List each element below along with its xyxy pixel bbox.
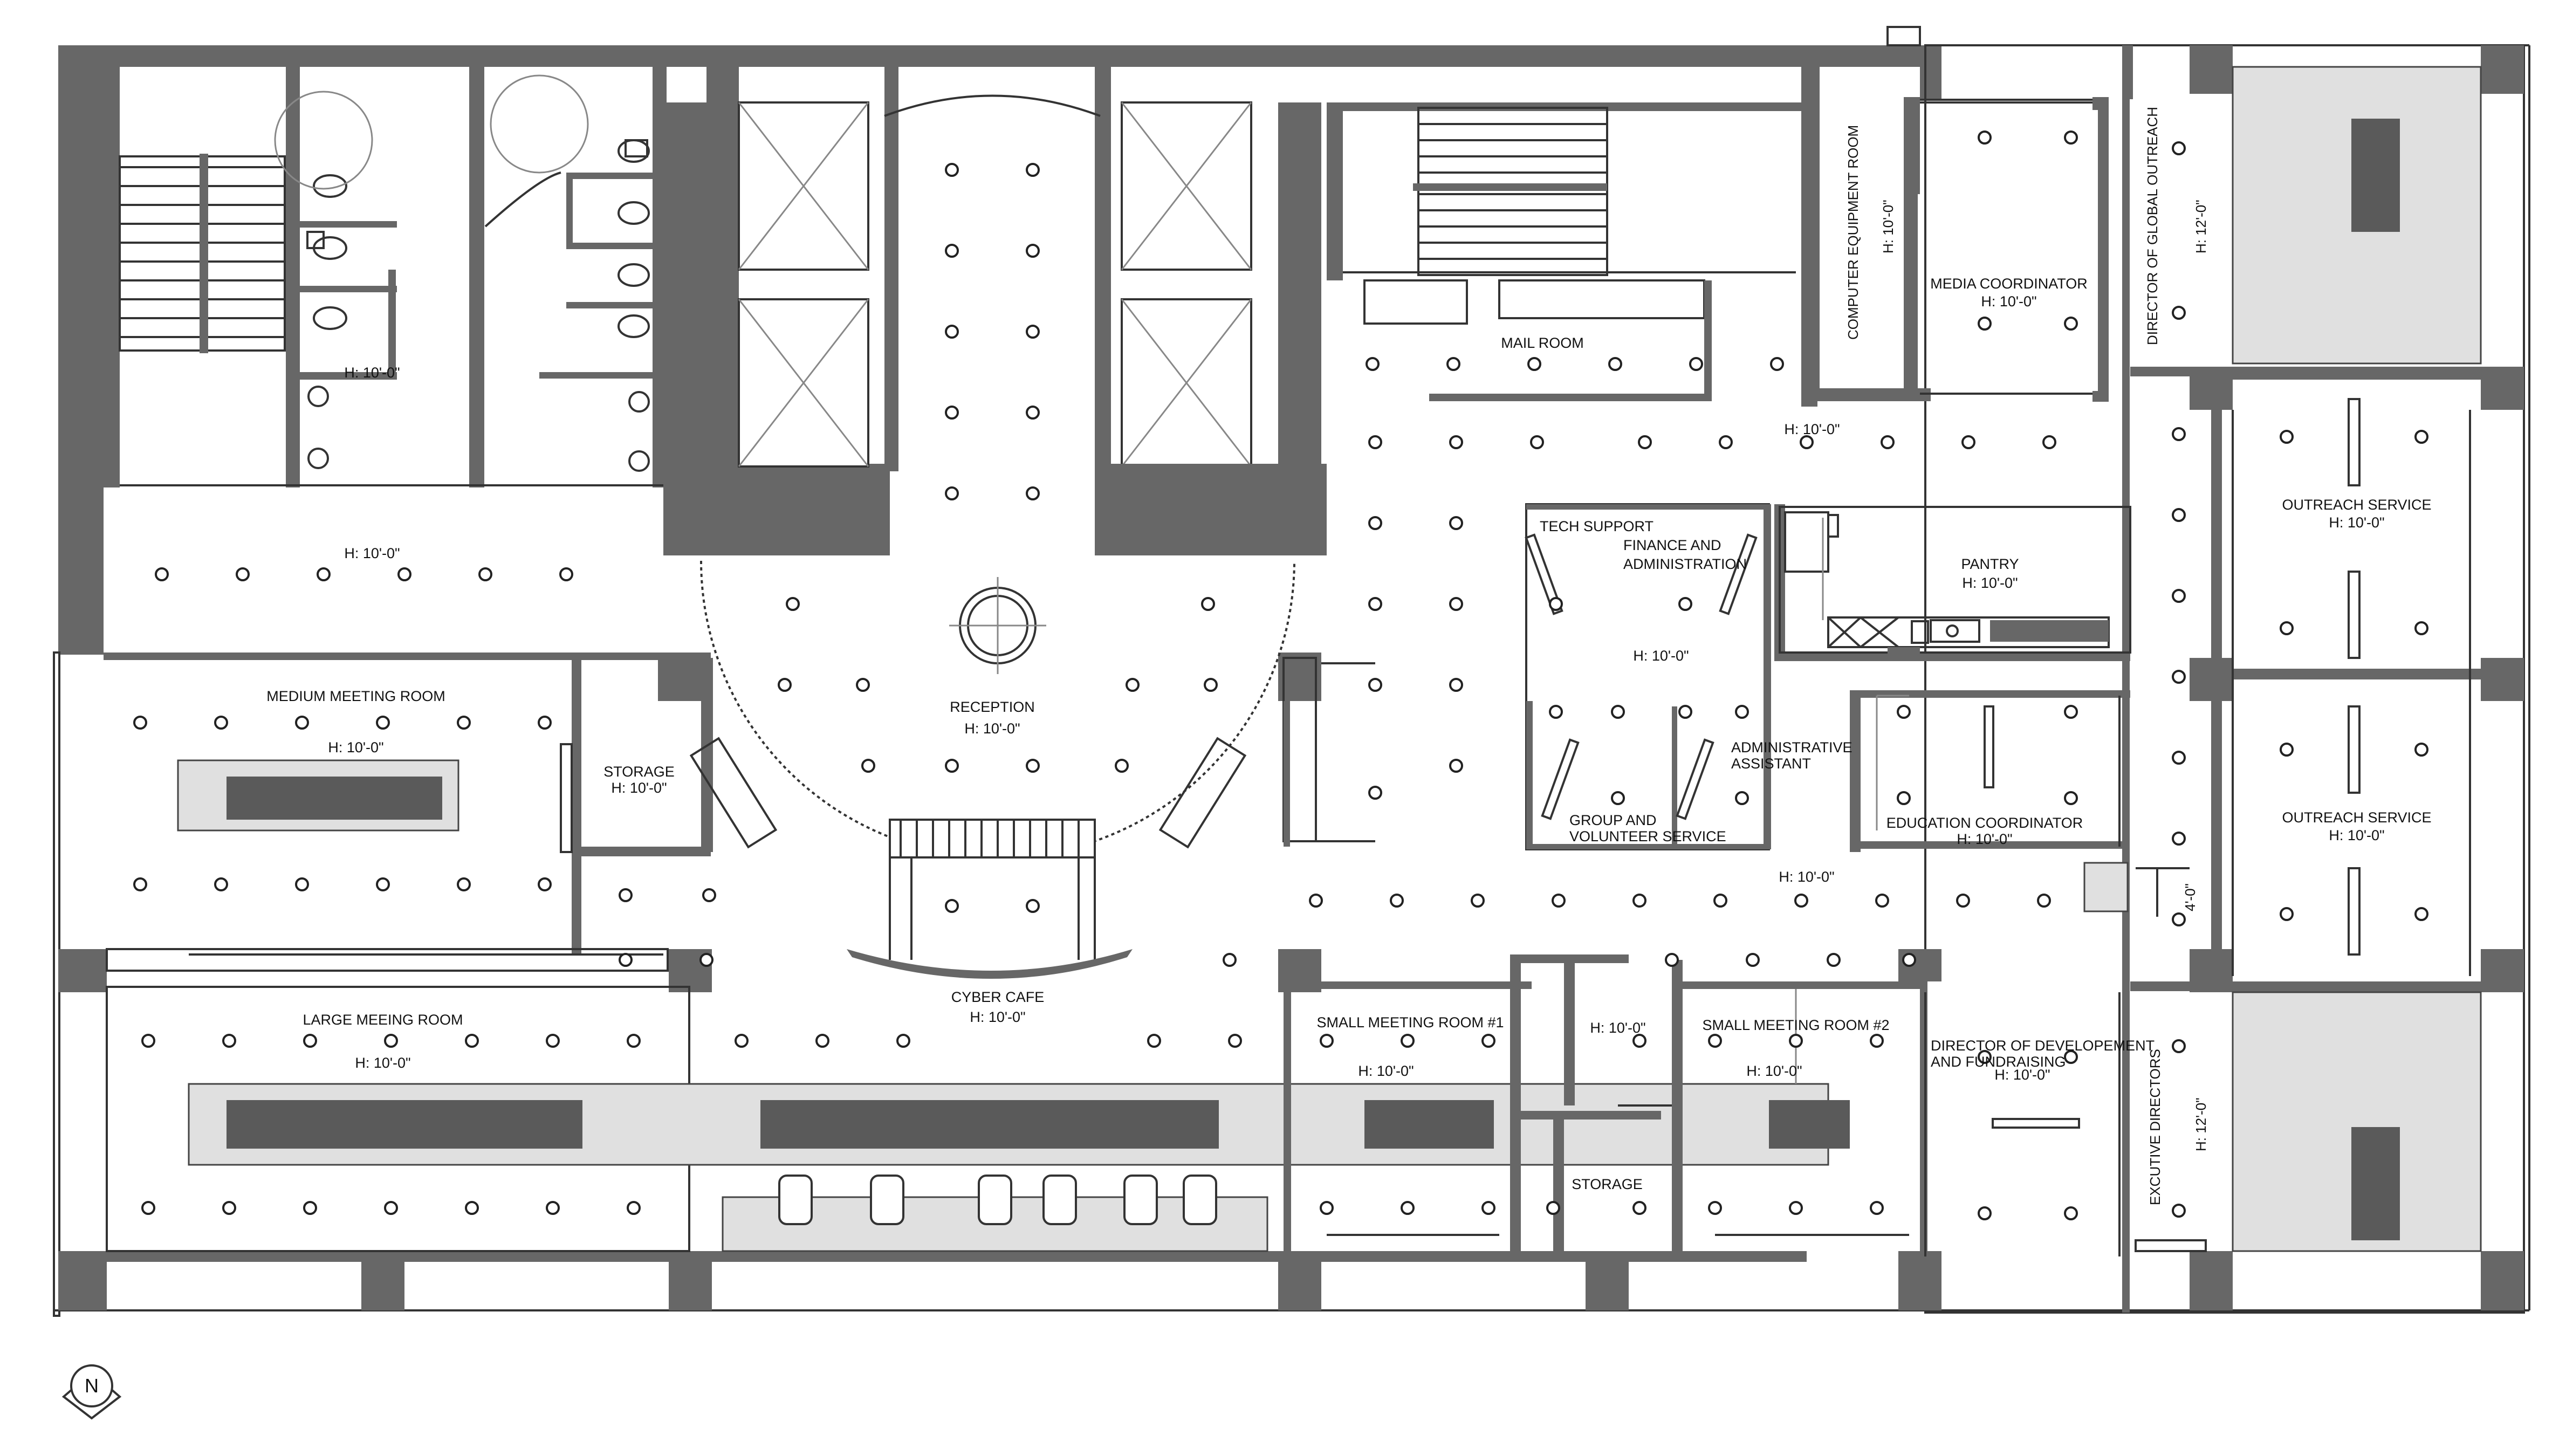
- reception-zone: [689, 94, 1375, 979]
- height-label: H: 10'-0": [970, 1009, 1025, 1025]
- room-label-finance: FINANCE AND: [1623, 537, 1721, 553]
- height-label: H: 10'-0": [1784, 421, 1840, 437]
- stair-east: [1327, 67, 1817, 407]
- room-label-reception: RECEPTION: [950, 699, 1035, 715]
- height-label: H: 10'-0": [344, 545, 400, 561]
- height-label: H: 10'-0": [1957, 831, 2012, 847]
- north-label: N: [85, 1375, 99, 1397]
- south-rooms-walls: [1284, 954, 2121, 1256]
- room-label-medium-meeting: MEDIUM MEETING ROOM: [266, 688, 445, 704]
- height-label: H: 10'-0": [1779, 869, 1834, 885]
- room-label-finance: ADMINISTRATION: [1623, 556, 1747, 572]
- height-label: H: 10'-0": [2329, 514, 2384, 531]
- education-block: [1850, 690, 2130, 852]
- height-label: H: 10'-0": [611, 780, 667, 796]
- pantry-block: [1774, 504, 2131, 661]
- dimension-label: 4'-0": [2182, 883, 2198, 911]
- mail-room-walls: [1363, 279, 1712, 401]
- height-label: H: 10'-0": [1880, 200, 1896, 253]
- room-label-computer-equipment: COMPUTER EQUIPMENT ROOM: [1845, 125, 1861, 340]
- room-label-executive-directors: EXCUTIVE DIRECTORS: [2147, 1049, 2163, 1205]
- elevators: [738, 67, 1327, 555]
- room-label-pantry: PANTRY: [1961, 556, 2019, 572]
- height-label: H: 10'-0": [355, 1055, 410, 1071]
- computer-media-walls: [1812, 45, 2133, 1313]
- room-label-director-development: DIRECTOR OF DEVELOPEMENT: [1931, 1038, 2155, 1054]
- finance-block: [1525, 503, 1771, 850]
- height-label: H: 10'-0": [1590, 1020, 1645, 1036]
- room-label-admin-assistant: ASSISTANT: [1731, 756, 1811, 772]
- room-label-small-meeting-1: SMALL MEETING ROOM #1: [1316, 1014, 1504, 1031]
- height-label: H: 10'-0": [344, 365, 400, 381]
- room-label-outreach-service: OUTREACH SERVICE: [2282, 809, 2431, 826]
- room-label-director-global-outreach: DIRECTOR OF GLOBAL OUTREACH: [2144, 107, 2160, 345]
- room-label-admin-assistant: ADMINISTRATIVE: [1731, 739, 1853, 756]
- height-label: H: 10'-0": [328, 739, 383, 756]
- room-label-cyber-cafe: CYBER CAFE: [951, 989, 1045, 1005]
- north-arrow: N: [61, 1364, 122, 1420]
- height-label: H: 12'-0": [2193, 200, 2209, 253]
- room-label-education: EDUCATION COORDINATOR: [1886, 815, 2083, 831]
- room-label-large-meeting: LARGE MEEING ROOM: [303, 1012, 463, 1028]
- height-label: H: 10'-0": [1358, 1063, 1414, 1079]
- room-label-director-development: AND FUNDRAISING: [1931, 1054, 2066, 1070]
- ceiling-lights: [133, 131, 2428, 1220]
- stair-west: [119, 154, 286, 353]
- height-label: H: 12'-0": [2193, 1098, 2209, 1151]
- room-label-mail-room: MAIL ROOM: [1501, 335, 1584, 351]
- room-labels: H: 10'-0" H: 10'-0" MEDIUM MEETING ROOM …: [266, 107, 2431, 1205]
- height-label: H: 10'-0": [964, 720, 1020, 737]
- medium-meeting-walls: [104, 653, 713, 972]
- west-core: [104, 67, 890, 555]
- height-label: H: 10'-0": [1962, 575, 2018, 591]
- height-label: H: 10'-0": [1994, 1067, 2050, 1083]
- height-label: H: 10'-0": [2329, 827, 2384, 843]
- height-label: H: 10'-0": [1633, 648, 1689, 664]
- room-label-small-meeting-2: SMALL MEETING ROOM #2: [1702, 1017, 1889, 1033]
- room-label-outreach-service: OUTREACH SERVICE: [2282, 497, 2431, 513]
- height-label: H: 10'-0": [1981, 293, 2036, 310]
- room-label-tech-support: TECH SUPPORT: [1540, 518, 1654, 534]
- room-label-media: MEDIA COORDINATOR: [1930, 276, 2088, 292]
- height-label: H: 10'-0": [1746, 1063, 1802, 1079]
- outreach-block: [2083, 66, 2482, 1252]
- room-label-storage: STORAGE: [1572, 1176, 1643, 1192]
- room-label-group-volunteer: GROUP AND: [1569, 812, 1657, 828]
- restroom-fixtures: [274, 74, 653, 472]
- room-label-group-volunteer: VOLUNTEER SERVICE: [1569, 828, 1726, 844]
- room-label-storage: STORAGE: [603, 764, 675, 780]
- cafe-stools: [778, 1175, 1217, 1225]
